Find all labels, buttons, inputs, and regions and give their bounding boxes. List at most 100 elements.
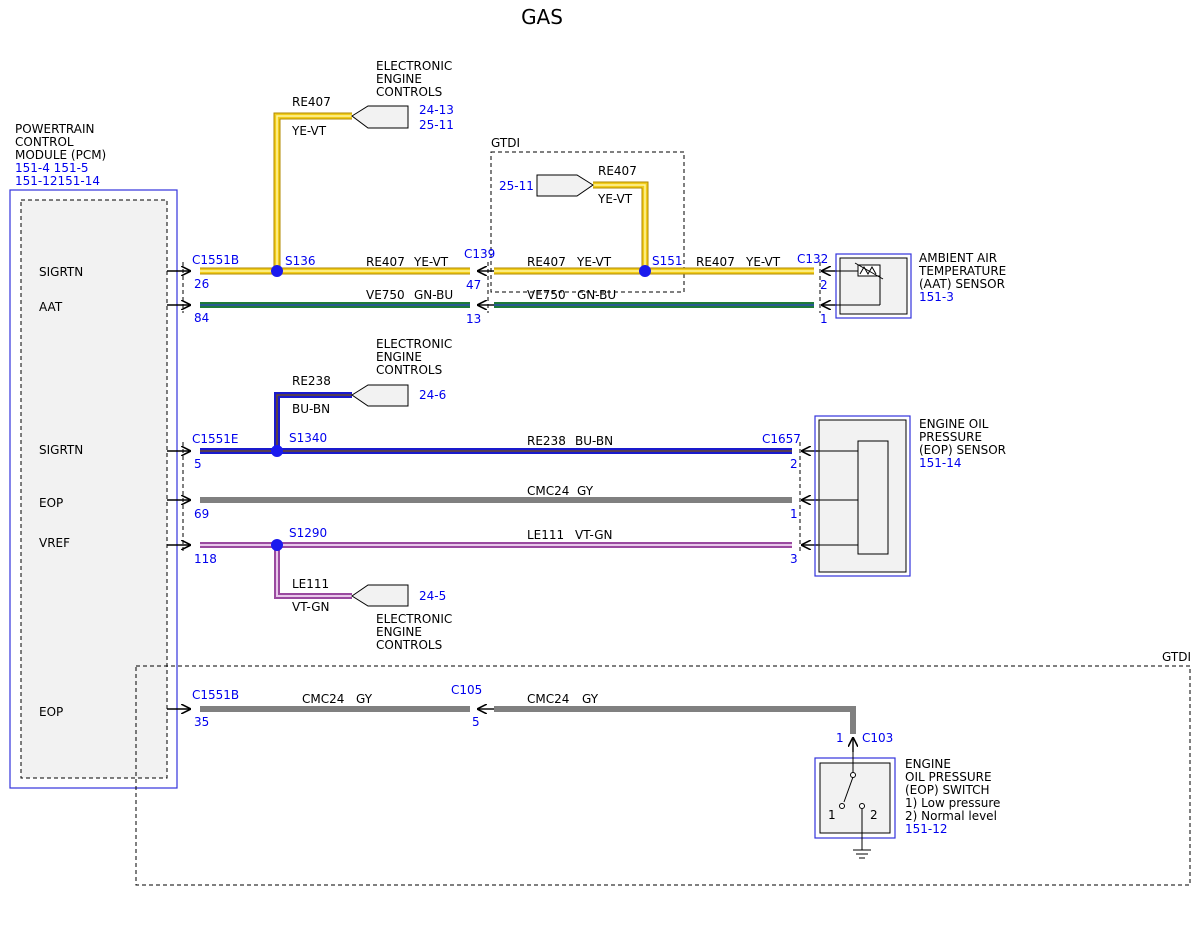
aat-sensor[interactable] — [835, 253, 912, 319]
wire-color-re407-5: YE-VT — [597, 192, 633, 206]
eop-switch[interactable] — [814, 752, 896, 859]
connector-c1657[interactable]: C1657 — [762, 432, 801, 446]
wire-label-cmc24-2: CMC24 — [302, 692, 344, 706]
pin-c103-1: 1 — [836, 731, 844, 745]
aat-sensor-line-1: AMBIENT AIR — [919, 251, 997, 265]
pcm-pin-vref: VREF — [39, 536, 70, 550]
pin-c132-1: 1 — [820, 312, 828, 326]
wire-re238[interactable] — [200, 392, 792, 454]
splice-label-s1290: S1290 — [289, 526, 327, 540]
eec-top-line-2: ENGINE — [376, 72, 422, 86]
eec-mid-line-1: ELECTRONIC — [376, 337, 452, 351]
gtdi-zone-top — [490, 151, 685, 293]
splice-s136[interactable] — [271, 265, 283, 277]
splice-s1340[interactable] — [271, 445, 283, 457]
splice-label-s151: S151 — [652, 254, 683, 268]
eec-ref-top-b[interactable]: 25-11 — [419, 118, 454, 132]
connector-c132[interactable]: C132 — [797, 252, 828, 266]
wire-label-re407-2: RE407 — [527, 255, 566, 269]
pcm-name-line-2: CONTROL — [15, 135, 74, 149]
eop-switch-pos-2: 2 — [870, 808, 878, 822]
eec-low-line-3: CONTROLS — [376, 638, 442, 652]
wire-color-re407-2: YE-VT — [576, 255, 612, 269]
connector-c105[interactable]: C105 — [451, 683, 482, 697]
eop-sensor[interactable] — [814, 415, 911, 577]
eop-switch-line-3: (EOP) SWITCH — [905, 783, 990, 797]
wire-label-re238-2: RE238 — [527, 434, 566, 448]
aat-sensor-line-3: (AAT) SENSOR — [919, 277, 1005, 291]
wire-label-le111-1: LE111 — [527, 528, 564, 542]
wire-label-re407-3: RE407 — [696, 255, 735, 269]
pin-c105-5: 5 — [472, 715, 480, 729]
eop-switch-line-5: 2) Normal level — [905, 809, 997, 823]
splice-label-s136: S136 — [285, 254, 316, 268]
connector-c1551e[interactable]: C1551E — [192, 432, 239, 446]
eec-connector-top[interactable] — [351, 105, 409, 129]
pin-c1657-1: 1 — [790, 507, 798, 521]
pcm-pin-eop: EOP — [39, 496, 63, 510]
eop-sensor-line-3: (EOP) SENSOR — [919, 443, 1006, 457]
eop-switch-pos-1: 1 — [828, 808, 836, 822]
pin-c1551e-5: 5 — [194, 457, 202, 471]
wire-label-cmc24-3: CMC24 — [527, 692, 569, 706]
pcm-name-line-3: MODULE (PCM) — [15, 148, 106, 162]
aat-sensor-line-2: TEMPERATURE — [918, 264, 1006, 278]
wire-le111[interactable] — [200, 542, 792, 599]
wire-cmc24[interactable] — [200, 497, 856, 734]
eec-ref-top-a[interactable]: 24-13 — [419, 103, 454, 117]
pcm-pin-sigrtn-1: SIGRTN — [39, 265, 83, 279]
pcm-ref-1[interactable]: 151-4 151-5 — [15, 161, 89, 175]
eec-connector-low[interactable] — [351, 584, 409, 607]
wire-label-cmc24-1: CMC24 — [527, 484, 569, 498]
connector-c1551b-top[interactable]: C1551B — [192, 253, 239, 267]
eec-ref-mid[interactable]: 24-6 — [419, 388, 446, 402]
wire-color-cmc24-2: GY — [356, 692, 373, 706]
eop-switch-line-4: 1) Low pressure — [905, 796, 1000, 810]
wire-color-cmc24-1: GY — [577, 484, 594, 498]
pin-c1551b-26: 26 — [194, 277, 209, 291]
eec-mid-line-2: ENGINE — [376, 350, 422, 364]
pcm-body — [20, 199, 168, 779]
wire-label-re407-5: RE407 — [598, 164, 637, 178]
page-title: GAS — [521, 5, 563, 29]
eec-connector-gtdi[interactable] — [536, 174, 594, 197]
wire-label-ve750-1: VE750 — [366, 288, 405, 302]
eec-top-line-3: CONTROLS — [376, 85, 442, 99]
splice-s1290[interactable] — [271, 539, 283, 551]
wire-label-re407-1: RE407 — [366, 255, 405, 269]
pin-c132-2: 2 — [820, 278, 828, 292]
eop-sensor-ref[interactable]: 151-14 — [919, 456, 962, 470]
eop-switch-line-2: OIL PRESSURE — [905, 770, 992, 784]
pcm-outline — [9, 189, 178, 789]
pcm-pin-aat: AAT — [39, 300, 63, 314]
pin-c1551b-84: 84 — [194, 311, 209, 325]
wire-color-le111-1: VT-GN — [575, 528, 612, 542]
eop-sensor-line-1: ENGINE OIL — [919, 417, 989, 431]
wire-label-re407-4: RE407 — [292, 95, 331, 109]
pin-c1657-2: 2 — [790, 457, 798, 471]
eec-ref-low[interactable]: 24-5 — [419, 589, 446, 603]
connector-c139[interactable]: C139 — [464, 247, 495, 261]
splice-s151[interactable] — [639, 265, 651, 277]
eec-connector-mid[interactable] — [351, 384, 409, 407]
eec-low-line-2: ENGINE — [376, 625, 422, 639]
gtdi-label-top: GTDI — [491, 136, 520, 150]
wire-color-le111-2: VT-GN — [292, 600, 329, 614]
splice-label-s1340: S1340 — [289, 431, 327, 445]
pcm-pin-eop-2: EOP — [39, 705, 63, 719]
pin-c1551e-69: 69 — [194, 507, 209, 521]
wire-color-ve750-1: GN-BU — [414, 288, 453, 302]
aat-sensor-ref[interactable]: 151-3 — [919, 290, 954, 304]
eec-ref-gtdi[interactable]: 25-11 — [499, 179, 534, 193]
terminal-arrows — [167, 271, 853, 752]
wire-label-re238-1: RE238 — [292, 374, 331, 388]
pcm-pin-sigrtn-2: SIGRTN — [39, 443, 83, 457]
connector-c103[interactable]: C103 — [862, 731, 893, 745]
pin-c139-47: 47 — [466, 278, 481, 292]
wire-re407[interactable] — [200, 112, 814, 275]
eop-switch-ref[interactable]: 151-12 — [905, 822, 948, 836]
gtdi-zone-bottom — [135, 665, 1191, 886]
pcm-ref-2[interactable]: 151-12151-14 — [15, 174, 100, 188]
connector-c1551b-bottom[interactable]: C1551B — [192, 688, 239, 702]
